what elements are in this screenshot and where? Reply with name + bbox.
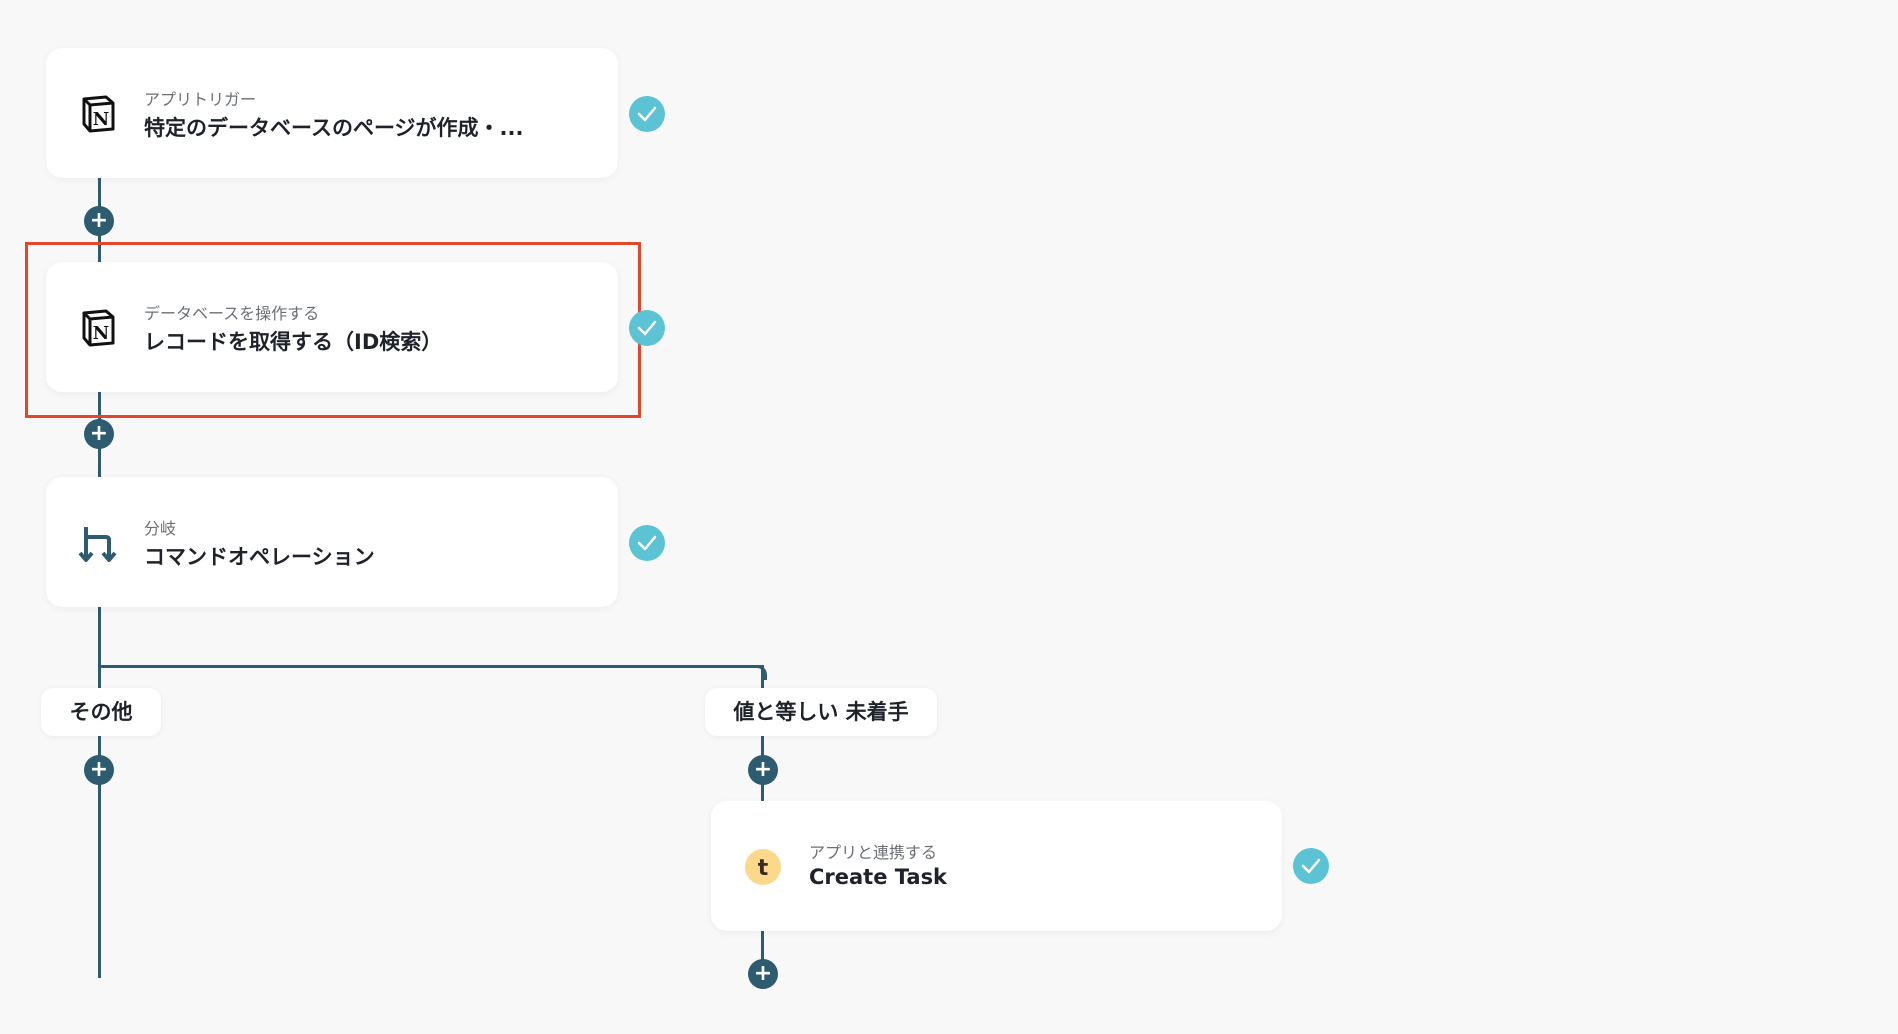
flow-step-trigger[interactable]: N アプリトリガー 特定のデータベースのページが作成・... xyxy=(46,48,618,178)
svg-text:t: t xyxy=(758,856,769,881)
add-step-button[interactable]: + xyxy=(84,206,114,236)
notion-icon: N xyxy=(78,308,118,348)
step-title: レコードを取得する（ID検索） xyxy=(144,330,443,354)
timerex-icon: t xyxy=(743,847,783,887)
step-title: コマンドオペレーション xyxy=(144,545,375,569)
step-subtitle: アプリトリガー xyxy=(144,90,257,109)
add-step-button[interactable]: + xyxy=(84,419,114,449)
connector-corner xyxy=(752,665,767,680)
notion-icon: N xyxy=(78,94,118,134)
check-icon xyxy=(629,310,665,346)
flow-step-get-record[interactable]: N データベースを操作する レコードを取得する（ID検索） xyxy=(46,262,618,392)
svg-text:N: N xyxy=(93,109,109,130)
step-title: 特定のデータベースのページが作成・... xyxy=(144,116,524,140)
svg-text:N: N xyxy=(93,323,109,344)
branch-label-equals[interactable]: 値と等しい 未着手 xyxy=(705,688,937,736)
check-icon xyxy=(629,525,665,561)
step-title: Create Task xyxy=(809,865,948,889)
flow-step-branch[interactable]: 分岐 コマンドオペレーション xyxy=(46,477,618,607)
branch-label-other[interactable]: その他 xyxy=(41,688,161,736)
branch-icon xyxy=(78,523,118,563)
step-subtitle: アプリと連携する xyxy=(809,843,938,862)
flow-step-create-task[interactable]: t アプリと連携する Create Task xyxy=(711,801,1282,931)
check-icon xyxy=(629,96,665,132)
check-icon xyxy=(1293,848,1329,884)
add-step-button[interactable]: + xyxy=(84,755,114,785)
step-subtitle: データベースを操作する xyxy=(144,304,320,323)
add-step-button[interactable]: + xyxy=(748,755,778,785)
add-step-button[interactable]: + xyxy=(748,959,778,989)
branch-connector-horizontal xyxy=(98,665,764,668)
step-subtitle: 分岐 xyxy=(144,519,177,538)
